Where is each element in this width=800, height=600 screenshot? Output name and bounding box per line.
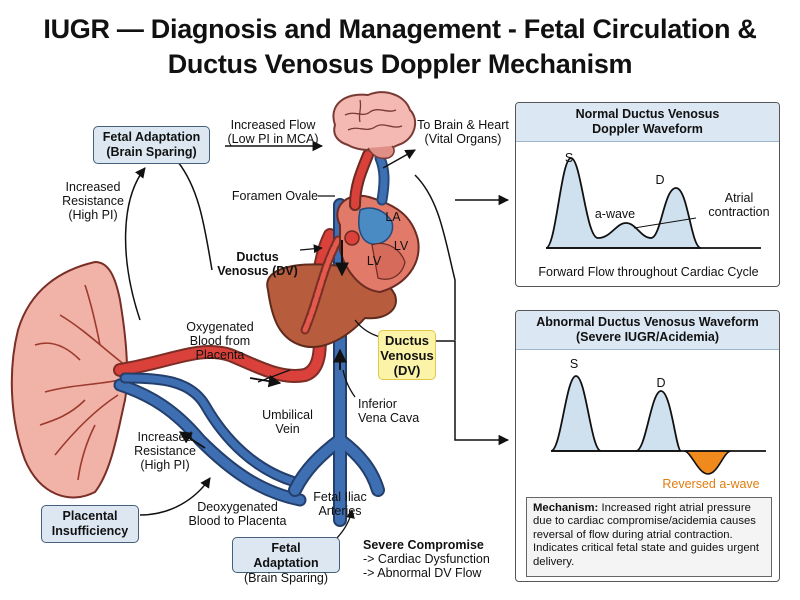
placenta-illustration <box>10 260 129 499</box>
brain-illustration <box>332 91 417 160</box>
normal-waveform-shape <box>545 157 702 249</box>
fetal-adaptation-bottom-box: Fetal Adaptation(Brain Sparing) <box>232 537 340 585</box>
la-label: LA <box>385 210 401 224</box>
mechanism-box: Mechanism: Increased right atrial pressu… <box>526 497 772 577</box>
abnormal-dv-panel-title: Abnormal Ductus Venosus Waveform(Severe … <box>516 311 779 350</box>
reversed-a-wave-shape <box>683 450 732 475</box>
to-brain-arrow <box>382 149 416 169</box>
lv-label-1: LV <box>393 239 409 253</box>
aorta <box>351 151 372 209</box>
mechanism-text: Increased right atrial pressure due to c… <box>533 502 760 568</box>
increased-flow-label: Increased Flow(Low PI in MCA) <box>227 118 319 146</box>
abnormal-s-label: S <box>569 357 579 371</box>
resistance-top-arrow <box>124 167 146 321</box>
ductus-venosus-vessel <box>302 237 341 333</box>
abnormal-d-label: D <box>656 376 666 390</box>
normal-d-label: D <box>655 173 665 187</box>
foramen-ovale-label: Foramen Ovale <box>231 189 319 203</box>
a-wave-label: a-wave <box>594 207 636 221</box>
normal-caption: Forward Flow throughout Cardiac Cycle <box>538 265 759 279</box>
reversed-a-wave-label: Reversed a-wave <box>662 477 760 491</box>
severe-compromise-label: Severe Compromise -> Cardiac Dysfunction… <box>363 538 490 580</box>
umbilical-artery-2 <box>121 374 299 486</box>
svc <box>376 154 388 204</box>
normal-dv-waveform <box>545 157 761 249</box>
abnormal-dv-waveform <box>550 375 766 475</box>
atrial-pointer <box>633 217 697 229</box>
fetal-adaptation-top-box: Fetal Adaptation(Brain Sparing) <box>93 126 210 164</box>
heart-illustration <box>336 194 420 294</box>
page-title-line-2: Ductus Venosus Doppler Mechanism <box>167 49 633 79</box>
to-brain-label: To Brain & Heart(Vital Organs) <box>417 118 509 146</box>
page-title-line-1: IUGR — Diagnosis and Management - Fetal … <box>43 14 757 44</box>
lv-label-2: LV <box>366 254 382 268</box>
normal-s-label: S <box>564 151 574 165</box>
umbilical-artery-1 <box>115 380 305 505</box>
mechanism-heading: Mechanism: <box>533 502 599 514</box>
resistance-bottom-arrow <box>139 477 211 516</box>
to-abnormal-panel-arrow <box>435 340 510 446</box>
